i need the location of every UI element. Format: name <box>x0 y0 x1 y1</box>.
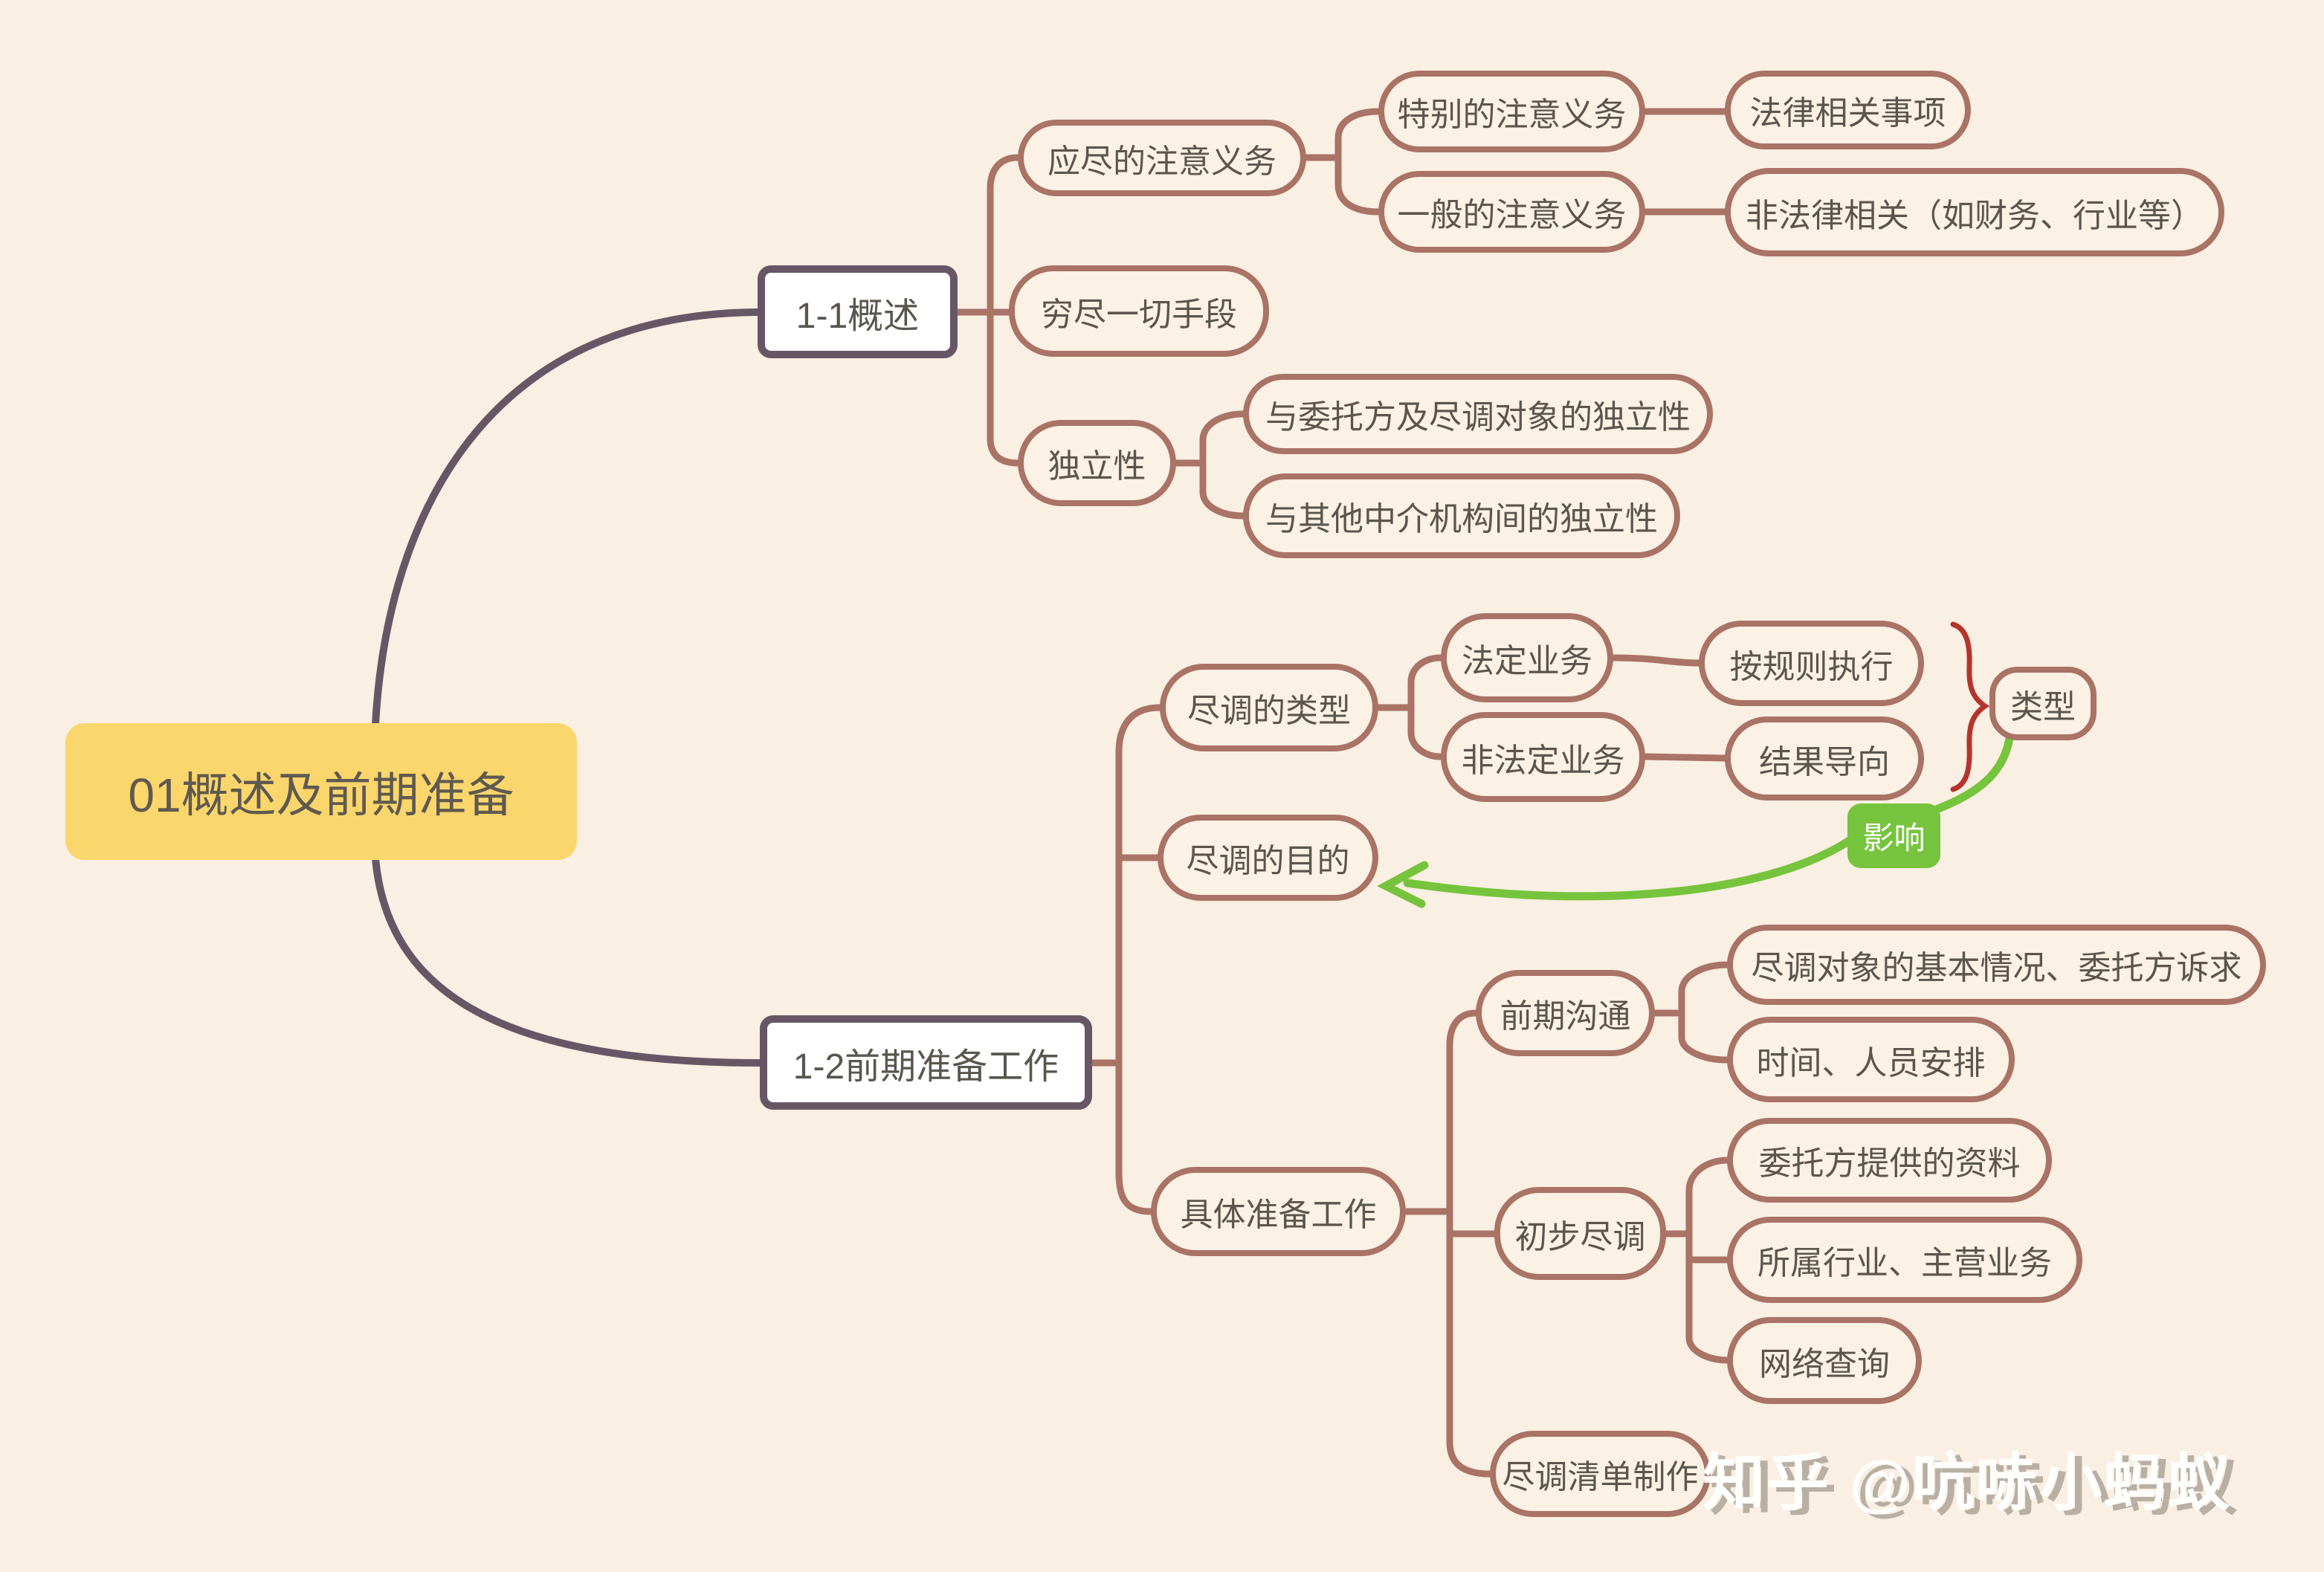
connector-duty-trunk <box>1334 108 1382 216</box>
node-preparation-1-2[interactable]: 1-2前期准备工作 <box>760 1015 1092 1110</box>
node-independence-from-client[interactable]: 与委托方及尽调对象的独立性 <box>1243 374 1713 454</box>
node-specific-preparation[interactable]: 具体准备工作 <box>1151 1167 1406 1256</box>
node-legal-matters[interactable]: 法律相关事项 <box>1725 71 1971 149</box>
connector-predd-trunk <box>1685 1157 1731 1364</box>
connector-overview-trunk <box>987 154 1021 467</box>
node-statutory-business[interactable]: 法定业务 <box>1441 613 1613 702</box>
node-early-communication[interactable]: 前期沟通 <box>1476 970 1655 1056</box>
node-preliminary-dd[interactable]: 初步尽调 <box>1494 1187 1666 1280</box>
node-root[interactable]: 01概述及前期准备 <box>65 723 577 860</box>
node-general-duty[interactable]: 一般的注意义务 <box>1378 171 1645 253</box>
connector-specprep-trunk <box>1446 1009 1494 1478</box>
connector-root-overview <box>372 308 761 728</box>
node-industry-main-business[interactable]: 所属行业、主营业务 <box>1727 1217 2082 1303</box>
connector-statutory-byrules <box>1610 654 1702 667</box>
node-non-statutory-business[interactable]: 非法定业务 <box>1441 712 1645 802</box>
brace-types <box>1950 621 1990 792</box>
watermark: 知乎 @吭哧小蚂蚁 <box>1702 1448 2232 1518</box>
node-special-duty[interactable]: 特别的注意义务 <box>1378 71 1645 152</box>
influence-curve-to-purpose <box>1403 835 1855 901</box>
influence-arrowhead <box>1377 861 1429 908</box>
node-independence[interactable]: 独立性 <box>1018 420 1176 506</box>
node-client-materials[interactable]: 委托方提供的资料 <box>1727 1118 2052 1203</box>
connector-independence-trunk <box>1199 410 1247 520</box>
node-time-staff-schedule[interactable]: 时间、人员安排 <box>1727 1017 2015 1102</box>
node-execute-by-rules[interactable]: 按规则执行 <box>1699 621 1924 706</box>
connector-root-preparation <box>372 855 764 1067</box>
node-target-basic-info[interactable]: 尽调对象的基本情况、委托方诉求 <box>1727 925 2266 1005</box>
node-web-search[interactable]: 网络查询 <box>1727 1317 1922 1404</box>
node-dd-types[interactable]: 尽调的类型 <box>1160 664 1378 751</box>
influence-tag[interactable]: 影响 <box>1847 803 1940 868</box>
node-non-legal-matters[interactable]: 非法律相关（如财务、行业等） <box>1725 168 2224 256</box>
node-exhaust-all-means[interactable]: 穷尽一切手段 <box>1009 265 1269 357</box>
connector-nonstatutory-result <box>1642 753 1729 762</box>
node-duty-of-care[interactable]: 应尽的注意义务 <box>1018 120 1306 196</box>
connector-preparation-trunk <box>1115 704 1163 1215</box>
influence-curve-to-type <box>1930 728 2015 815</box>
node-dd-purpose[interactable]: 尽调的目的 <box>1158 815 1378 901</box>
node-independence-from-agencies[interactable]: 与其他中介机构间的独立性 <box>1243 473 1680 558</box>
node-dd-checklist[interactable]: 尽调清单制作 <box>1490 1431 1711 1517</box>
connector-ddtypes-trunk <box>1407 654 1445 760</box>
node-overview-1-1[interactable]: 1-1概述 <box>758 265 958 358</box>
node-type-note[interactable]: 类型 <box>1989 667 2097 740</box>
connector-earlycomm-trunk <box>1678 961 1731 1064</box>
node-result-oriented[interactable]: 结果导向 <box>1725 717 1924 800</box>
